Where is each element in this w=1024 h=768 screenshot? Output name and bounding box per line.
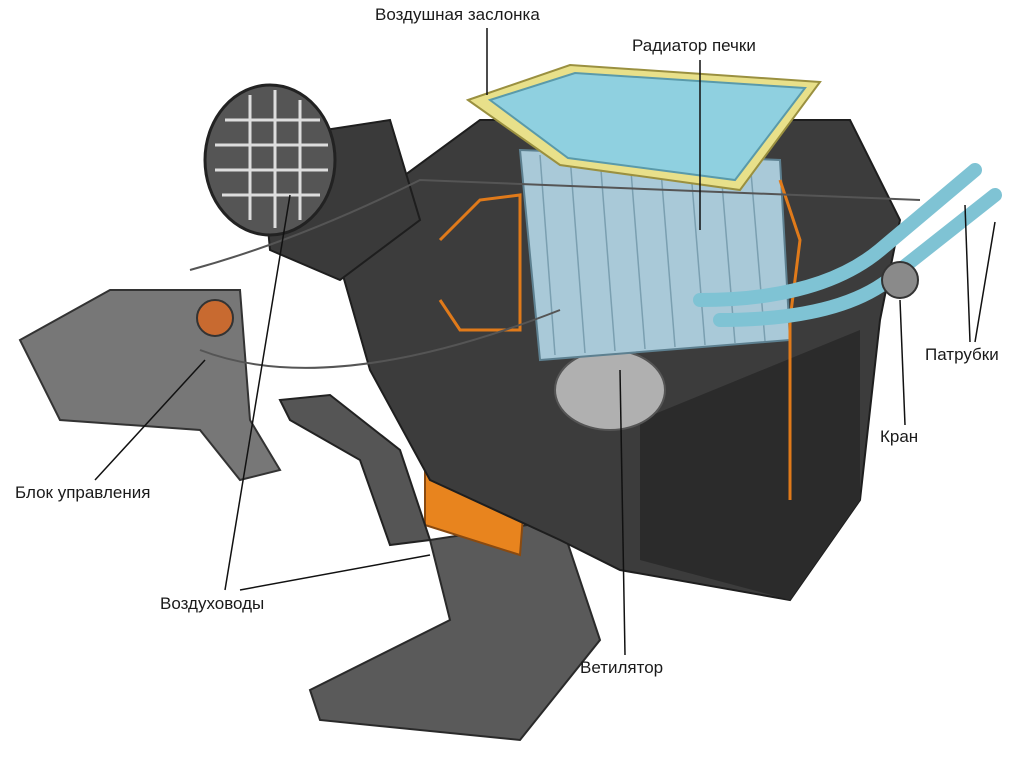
grille-bars xyxy=(215,90,328,228)
fan xyxy=(554,349,666,431)
control-unit-motor xyxy=(196,299,234,337)
lower-air-duct xyxy=(308,518,602,742)
label-heater-radiator: Радиатор печки xyxy=(632,36,756,55)
air-damper-glass xyxy=(487,71,807,182)
housing-side xyxy=(640,330,860,600)
heater-radiator xyxy=(518,148,792,362)
control-unit xyxy=(18,289,282,482)
cutaway-edge xyxy=(438,193,522,332)
cutaway-edge-right xyxy=(778,179,802,500)
label-valve: Кран xyxy=(880,427,919,446)
valve xyxy=(881,261,919,299)
air-intake-grille xyxy=(203,83,337,237)
label-fan: Ветилятор xyxy=(580,658,664,677)
label-control-unit: Блок управления xyxy=(15,483,151,502)
control-cable xyxy=(189,178,921,369)
label-air-ducts: Воздуховоды xyxy=(160,594,265,613)
side-air-duct xyxy=(278,393,432,547)
label-pipes: Патрубки xyxy=(925,345,999,364)
label-air-damper: Воздушная заслонка xyxy=(375,5,540,24)
leader-lines xyxy=(94,28,996,656)
